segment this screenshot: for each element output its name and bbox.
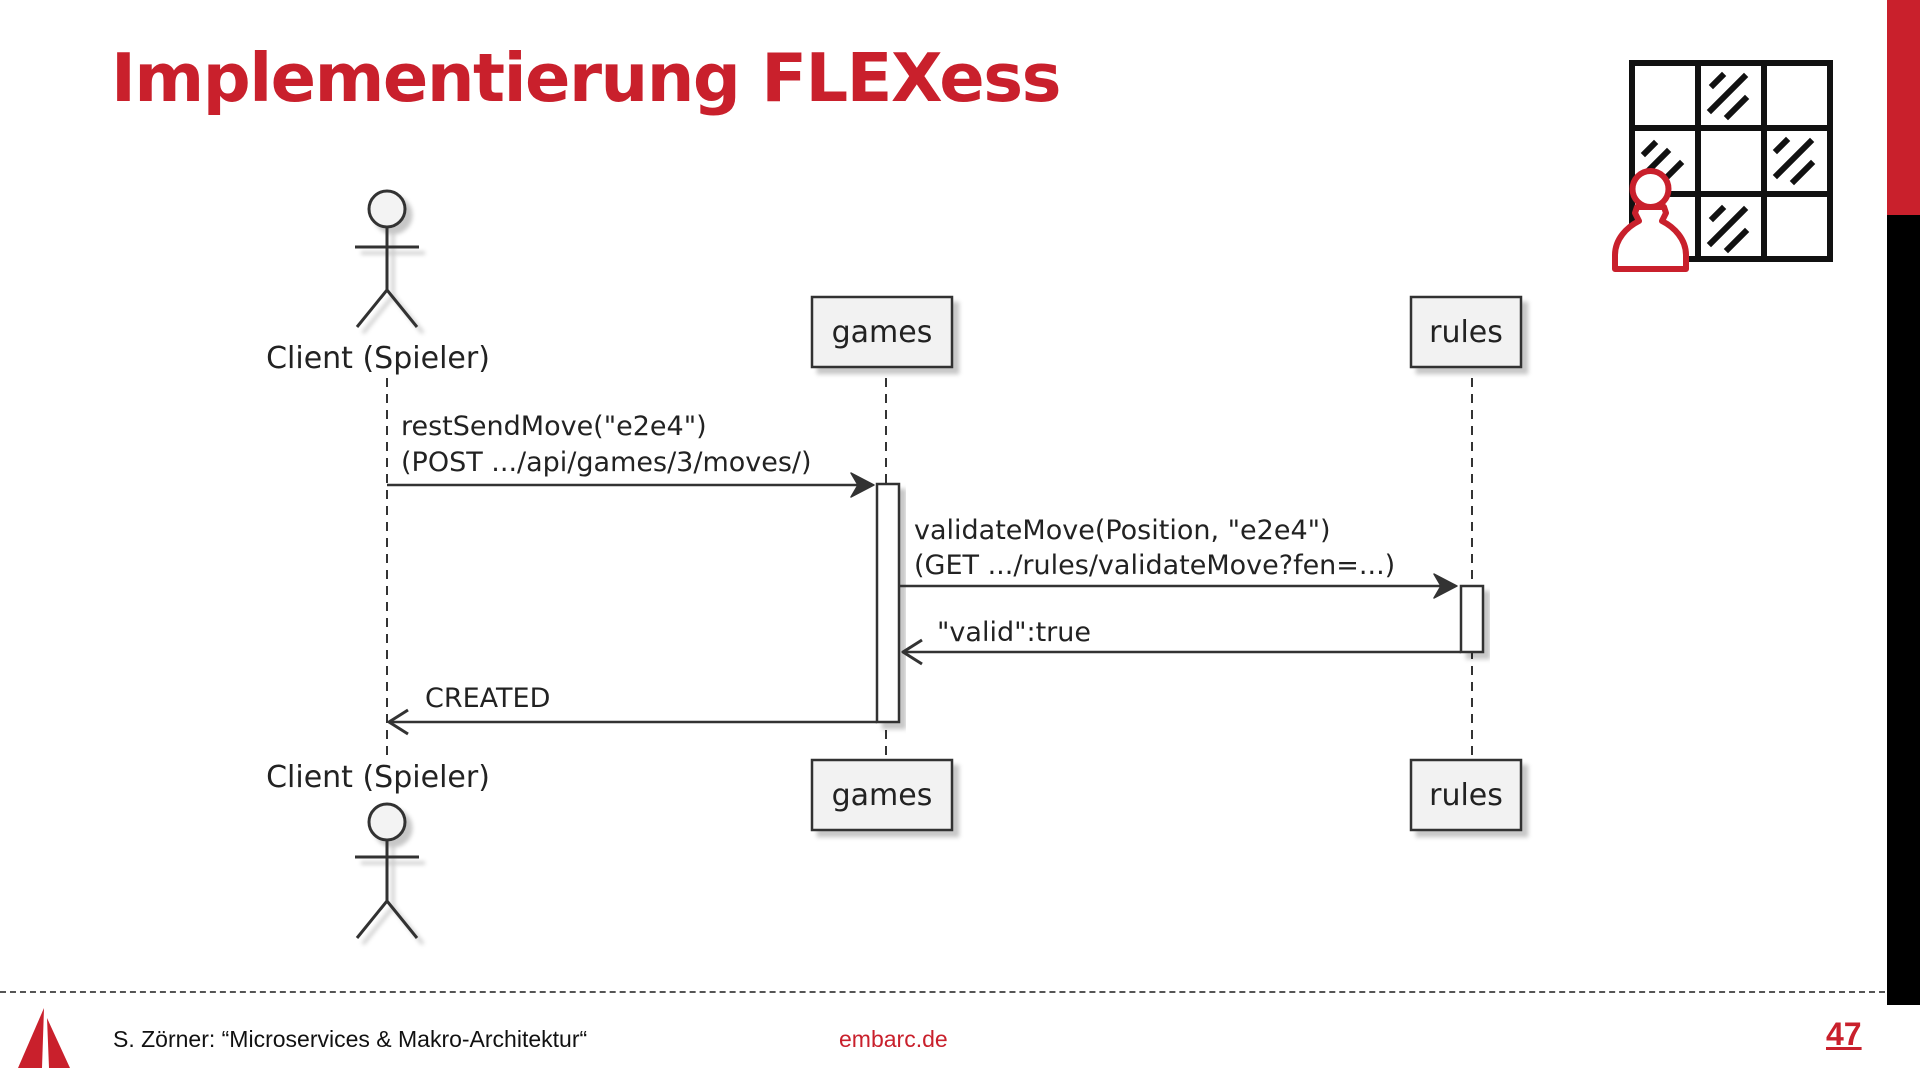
embarc-sail-logo-icon [18,1008,70,1068]
participant-rules-top [1409,295,1523,369]
message-2-label: validateMove(Position, "e2e4") [914,515,1331,546]
participant-games-top-label: games [832,315,933,350]
accent-bar-black [1887,215,1920,1005]
activation-rules [1459,584,1485,654]
page-number: 47 [1826,1016,1862,1052]
participant-rules-top-label: rules [1429,315,1503,350]
actor-client-bottom [355,802,419,939]
footer-site-link[interactable]: embarc.de [839,1026,948,1052]
actor-client-bottom-label: Client (Spieler) [266,760,490,795]
message-1-label: restSendMove("e2e4") [401,411,707,442]
participant-rules-bottom [1409,758,1523,832]
message-1-sublabel: (POST .../api/games/3/moves/) [401,447,812,478]
participant-rules-bottom-label: rules [1429,778,1503,813]
message-4-label: CREATED [425,683,550,714]
actor-client-top [355,189,419,328]
activation-games [875,482,901,724]
participant-games-top [810,295,954,369]
chess-board-pawn-icon [1612,60,1833,272]
participant-games-bottom [810,758,954,832]
slide-title: Implementierung FLEXess [111,39,1062,117]
accent-bar-red [1887,0,1920,215]
footer-author: S. Zörner: “Microservices & Makro-Archit… [113,1026,588,1052]
sequence-diagram: Client (Spieler) games rules restSendMov… [266,189,1523,939]
message-2-sublabel: (GET .../rules/validateMove?fen=...) [914,550,1395,581]
footer-divider [0,991,1885,993]
participant-games-bottom-label: games [832,778,933,813]
message-3-label: "valid":true [937,617,1091,648]
actor-client-top-label: Client (Spieler) [266,341,490,376]
